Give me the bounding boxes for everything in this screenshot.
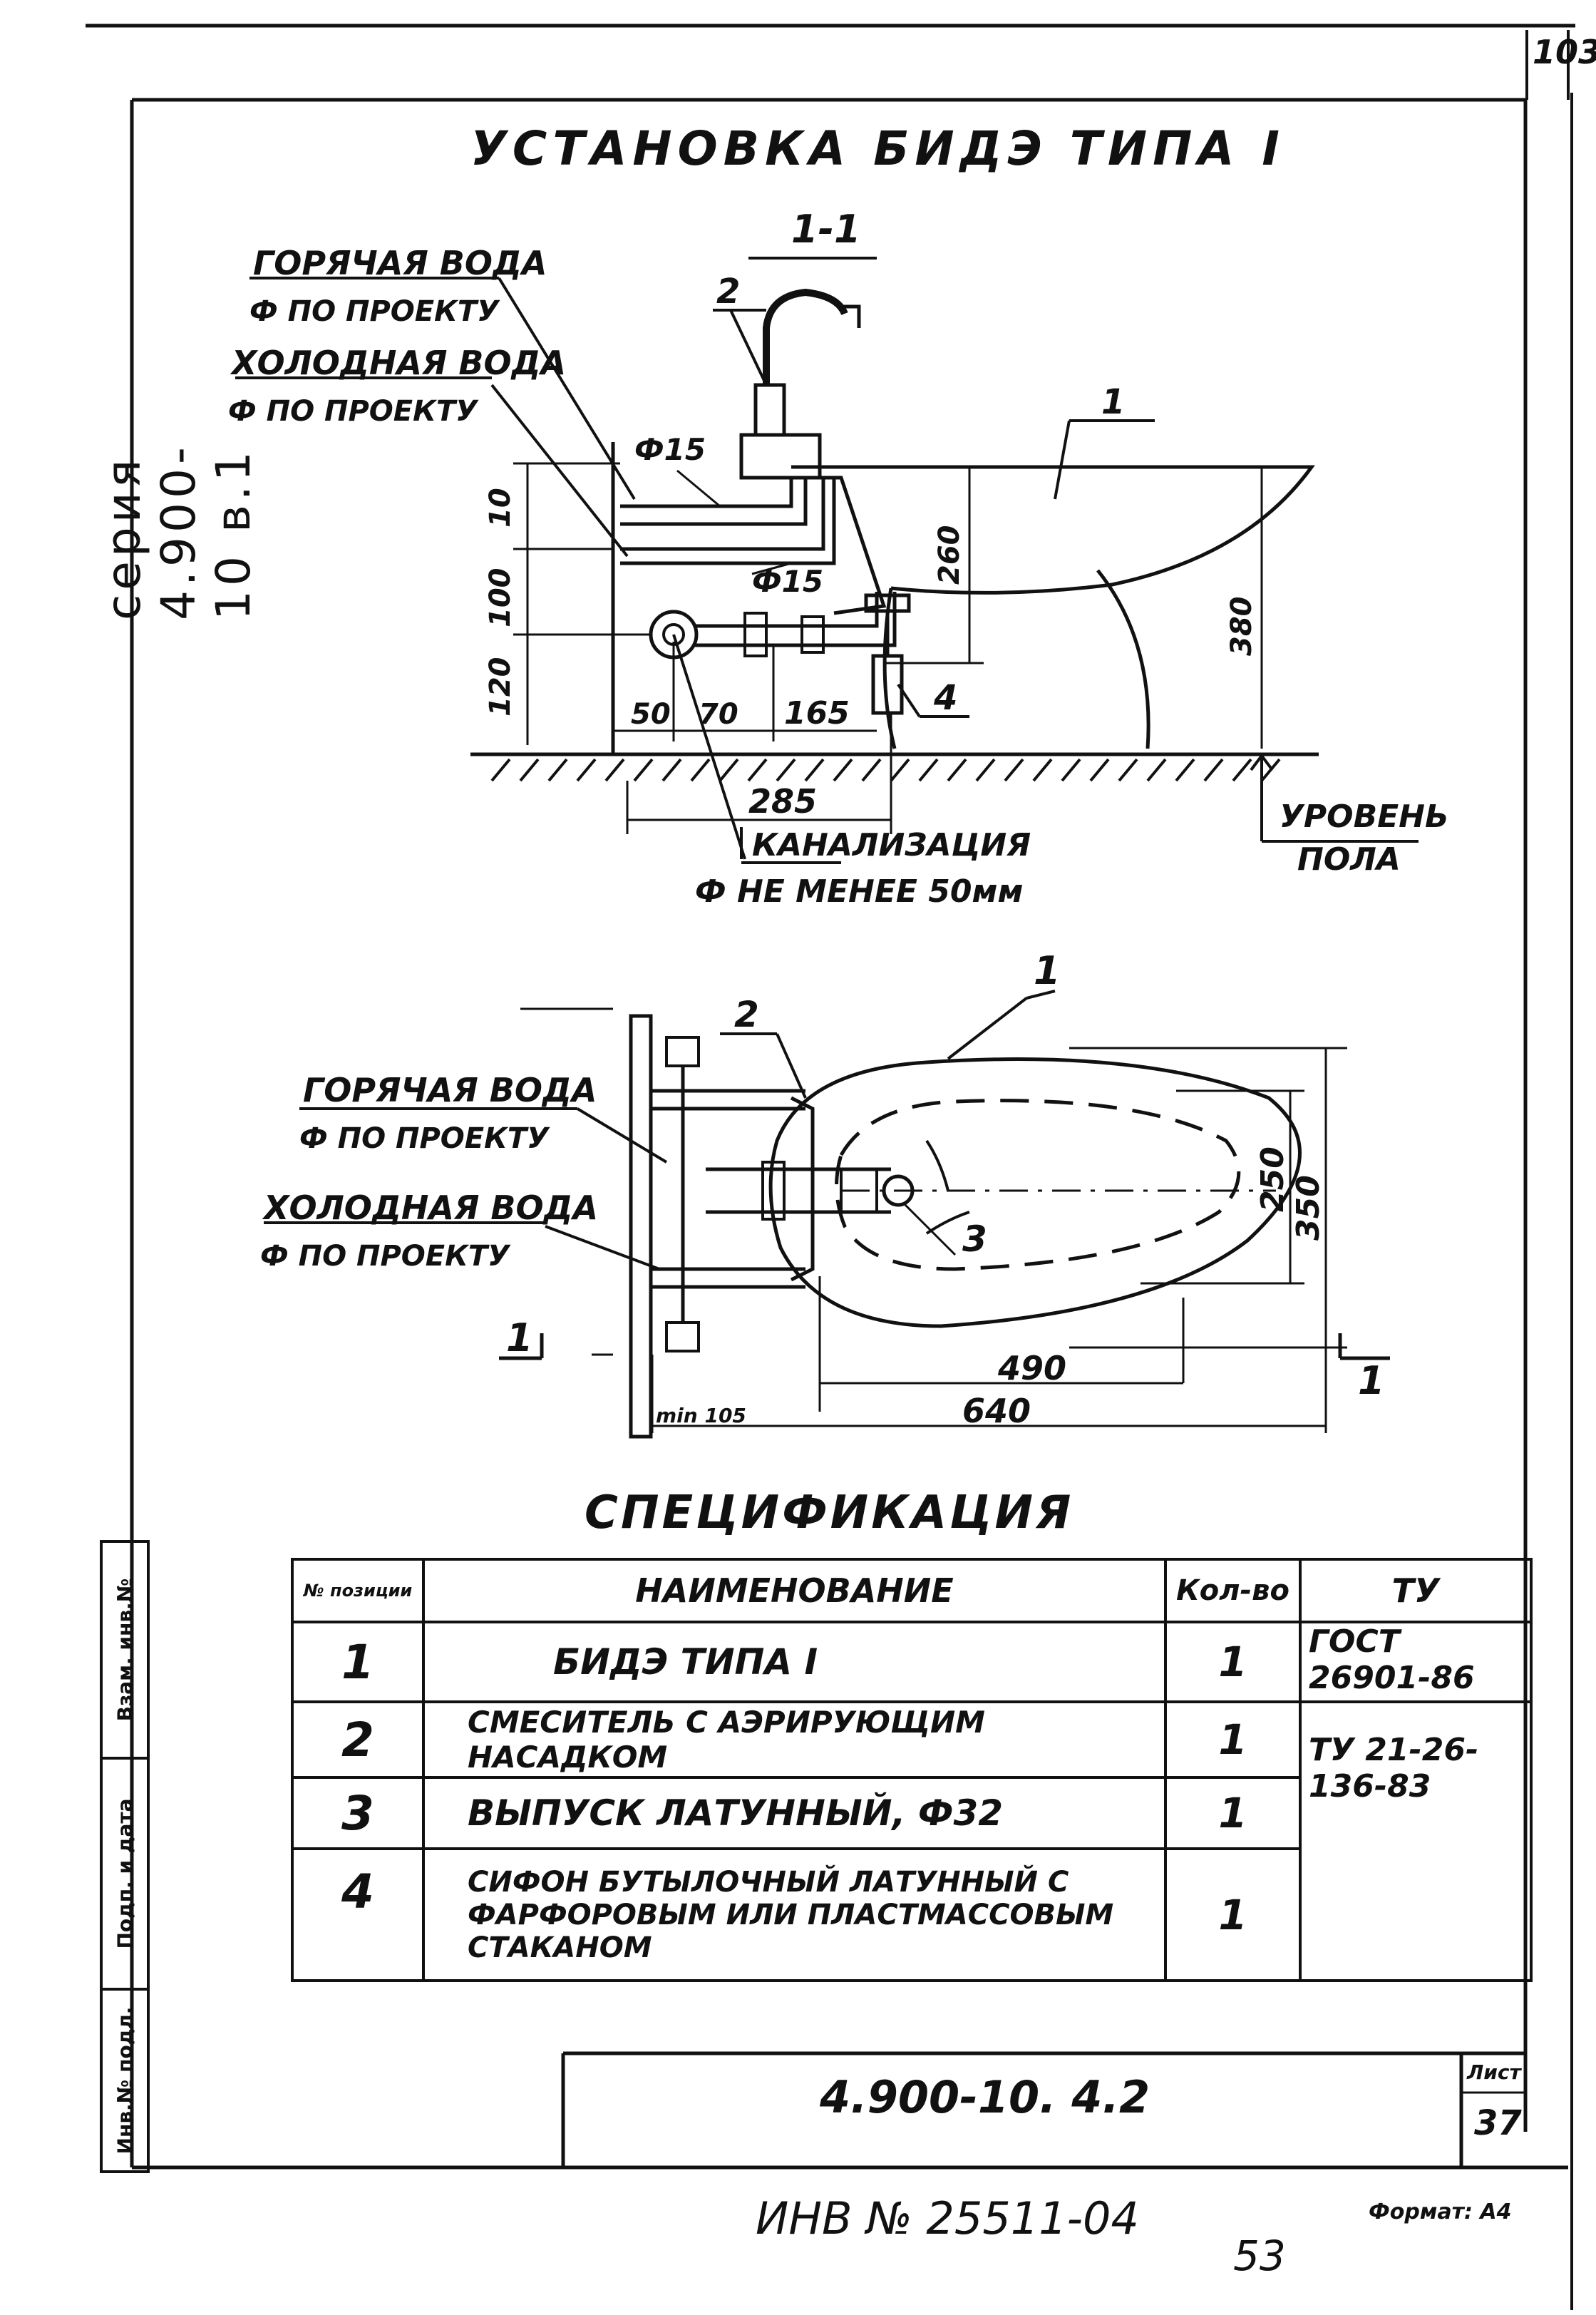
plan-hot-water-label: ГОРЯЧАЯ ВОДА bbox=[303, 1071, 597, 1109]
spec-qty: 1 bbox=[1164, 1847, 1302, 1982]
format-label: Формат: А4 bbox=[1369, 2199, 1512, 2224]
stamp-inv-orig: Инв.№ подл. bbox=[100, 1988, 150, 2173]
spec-name: ВЫПУСК ЛАТУННЫЙ, Ф32 bbox=[422, 1776, 1167, 1850]
stamp-replace-inv-text: Взам. инв.№ bbox=[113, 1578, 137, 1722]
spec-pos: 4 bbox=[291, 1847, 425, 1982]
plan-callout-3: 3 bbox=[962, 1218, 987, 1260]
section-label: 1-1 bbox=[791, 207, 861, 252]
spec-header-tu: ТУ bbox=[1299, 1558, 1533, 1623]
spec-table: № позиции НАИМЕНОВАНИЕ Кол-во ТУ 1 БИДЭ … bbox=[291, 1558, 1533, 1982]
page-number: 53 bbox=[1233, 2232, 1286, 2280]
table-row: 2 СМЕСИТЕЛЬ С АЭРИРУЮЩИМ НАСАДКОМ 1 ТУ 2… bbox=[291, 1700, 1533, 1982]
floor-level-label-2: ПОЛА bbox=[1297, 841, 1401, 878]
cut-mark-right: 1 bbox=[1358, 1358, 1385, 1403]
dim-260: 260 bbox=[933, 525, 966, 585]
spec-qty: 1 bbox=[1164, 1776, 1302, 1850]
callout-1: 1 bbox=[1101, 382, 1125, 422]
sewer-label: КАНАЛИЗАЦИЯ bbox=[752, 827, 1031, 863]
sheet-number: 37 bbox=[1474, 2103, 1522, 2143]
spec-name: СИФОН БУТЫЛОЧНЫЙ ЛАТУННЫЙ С ФАРФОРОВЫМ И… bbox=[422, 1847, 1167, 1982]
spec-header-pos: № позиции bbox=[291, 1558, 425, 1623]
hot-water-label: ГОРЯЧАЯ ВОДА bbox=[253, 244, 547, 282]
dim-165: 165 bbox=[784, 695, 850, 732]
plan-dim-350: 350 bbox=[1290, 1175, 1327, 1241]
dim-380: 380 bbox=[1225, 597, 1258, 657]
spec-header-qty: Кол-во bbox=[1164, 1558, 1302, 1623]
stamp-sign-date: Подп. и дата bbox=[100, 1757, 150, 1991]
spec-qty: 1 bbox=[1164, 1700, 1302, 1779]
dim-50: 50 bbox=[631, 698, 671, 731]
plan-drawing: ГОРЯЧАЯ ВОДА Ф ПО ПРОЕКТУ ХОЛОДНАЯ ВОДА … bbox=[260, 948, 1390, 1439]
spec-pos: 2 bbox=[291, 1700, 425, 1779]
spec-header-name: НАИМЕНОВАНИЕ bbox=[422, 1558, 1167, 1623]
plan-callout-1: 1 bbox=[1034, 948, 1061, 993]
callout-4: 4 bbox=[933, 678, 957, 718]
pipe-a-label: Ф15 bbox=[634, 432, 706, 467]
spec-tu: ТУ 21-26-136-83 bbox=[1299, 1700, 1533, 1982]
dim-100: 100 bbox=[484, 568, 517, 628]
sewer-dia-label: Ф НЕ МЕНЕЕ 50мм bbox=[695, 873, 1023, 910]
plan-dim-490: 490 bbox=[997, 1349, 1066, 1387]
section-drawing: 1-1 bbox=[228, 207, 1449, 910]
spec-tu: ГОСТ 26901-86 bbox=[1299, 1621, 1533, 1703]
page-title: УСТАНОВКА БИДЭ ТИПА I bbox=[470, 121, 1285, 176]
table-row: 1 БИДЭ ТИПА I 1 ГОСТ 26901-86 bbox=[291, 1621, 1533, 1703]
stamp-inv-orig-text: Инв.№ подл. bbox=[113, 2006, 137, 2155]
stamp-replace-inv: Взам. инв.№ bbox=[100, 1540, 150, 1760]
spec-qty: 1 bbox=[1164, 1621, 1302, 1703]
dim-10: 10 bbox=[484, 488, 517, 528]
stamp-sign-date-text: Подп. и дата bbox=[113, 1798, 137, 1949]
pipe-b-label: Ф15 bbox=[752, 564, 823, 599]
document-code: 4.900-10. 4.2 bbox=[820, 2071, 1150, 2123]
plan-hot-water-dia-label: Ф ПО ПРОЕКТУ bbox=[299, 1122, 550, 1155]
dim-70: 70 bbox=[699, 698, 738, 731]
spec-pos: 1 bbox=[291, 1621, 425, 1703]
spec-header-row: № позиции НАИМЕНОВАНИЕ Кол-во ТУ bbox=[291, 1558, 1533, 1623]
plan-dim-640: 640 bbox=[962, 1392, 1031, 1430]
dim-120: 120 bbox=[484, 657, 517, 717]
cold-water-dia-label: Ф ПО ПРОЕКТУ bbox=[228, 395, 479, 428]
spec-title: СПЕЦИФИКАЦИЯ bbox=[585, 1487, 1074, 1539]
spec-name: СМЕСИТЕЛЬ С АЭРИРУЮЩИМ НАСАДКОМ bbox=[422, 1700, 1167, 1779]
dim-285: 285 bbox=[748, 782, 817, 821]
table-row: 4 СИФОН БУТЫЛОЧНЫЙ ЛАТУННЫЙ С ФАРФОРОВЫМ… bbox=[291, 1847, 1531, 1982]
plan-callout-2: 2 bbox=[734, 994, 759, 1035]
inventory-note: ИНВ № 25511-04 bbox=[756, 2192, 1139, 2244]
table-row: 3 ВЫПУСК ЛАТУННЫЙ, Ф32 1 bbox=[291, 1776, 1531, 1850]
page-corner-number: 103 bbox=[1533, 33, 1596, 71]
spec-name: БИДЭ ТИПА I bbox=[422, 1621, 1167, 1703]
plan-cold-water-label: ХОЛОДНАЯ ВОДА bbox=[262, 1189, 598, 1227]
sheet-label: Лист bbox=[1467, 2060, 1521, 2084]
cut-mark-left: 1 bbox=[506, 1315, 533, 1360]
plan-dim-min: min 105 bbox=[656, 1404, 746, 1427]
cold-water-label: ХОЛОДНАЯ ВОДА bbox=[230, 344, 566, 382]
spec-pos: 3 bbox=[291, 1776, 425, 1850]
floor-level-label: УРОВЕНЬ bbox=[1280, 799, 1449, 835]
hot-water-dia-label: Ф ПО ПРОЕКТУ bbox=[249, 295, 500, 328]
plan-cold-water-dia-label: Ф ПО ПРОЕКТУ bbox=[260, 1240, 511, 1273]
plan-dim-250: 250 bbox=[1255, 1146, 1291, 1212]
callout-2: 2 bbox=[716, 272, 740, 312]
